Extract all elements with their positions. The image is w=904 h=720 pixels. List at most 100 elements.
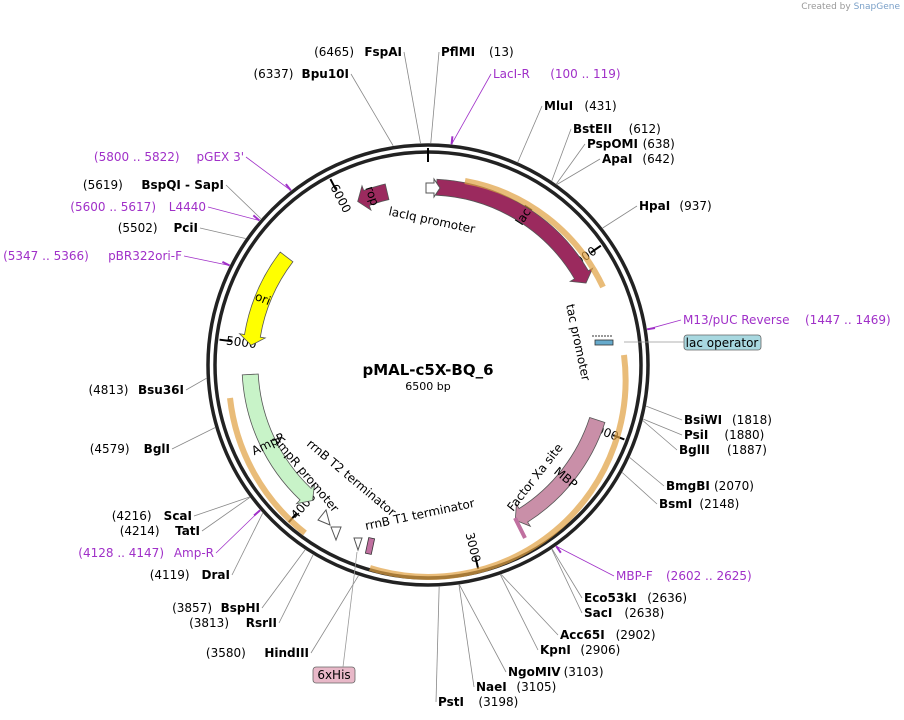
lac-operator-box: lac operator [683,334,762,351]
site-pos-bsphi: (3857) [172,601,212,615]
leader-bsteii [551,128,572,181]
primer-laci-r: LacI-R [493,67,530,81]
primer-range-pgex-3-: (5800 .. 5822) [94,150,180,164]
site-fspai: FspAI [364,45,402,59]
site-drai: DraI [202,568,230,582]
site-pos-bsmi: (2148) [699,497,739,511]
site-pos-ngomiv: (3103) [564,665,604,679]
leader-psti [435,586,440,703]
site-pos-psii: (1880) [724,428,764,442]
orange-arc-mbp [369,354,629,580]
backbone-outer [206,143,650,587]
primer-leader-laci-r [451,73,492,145]
tick-3000 [474,557,480,570]
rrnB-T1-glyph [364,537,376,555]
feature-label-rop: rop [362,184,381,207]
tick-1000 [590,244,602,254]
site-pos-eco53ki: (2636) [647,591,687,605]
site-rsrii: RsrII [246,616,277,630]
site-eco53ki: Eco53kI [584,591,637,605]
leader-saci [551,549,583,614]
primer-range-amp-r: (4128 .. 4147) [78,546,164,560]
leader-drai [231,512,264,576]
primer-leader-l4440 [207,206,260,221]
site-bmgbi: BmgBI [666,479,710,493]
primer-l4440: L4440 [169,200,206,214]
primer-pbr322ori-f: pBR322ori-F [108,249,182,263]
leader-kpni [500,574,539,651]
tick-label-6000: 6000 [327,182,354,216]
site-pos-tati: (4214) [120,524,160,538]
site-pos-bsu36i: (4813) [88,383,128,397]
tick-6000 [329,178,337,191]
leader-fspai [403,51,421,144]
primer-mark-m13-puc-reverse [646,327,656,331]
leader-psii [643,418,683,436]
primer-mark-l4440 [252,214,261,222]
site-psti: PstI [438,695,464,709]
primer-range-mbp-f: (2602 .. 2625) [666,569,752,583]
leader-lines [171,51,683,703]
site-pos-scai: (4216) [112,509,152,523]
site-pos-psti: (3198) [478,695,518,709]
leader-bpu10i [350,73,394,146]
orange-arc-ampr [227,397,307,536]
site-pos-naei: (3105) [516,680,556,694]
site-pos-apai: (642) [642,152,674,166]
primer-range-pbr322ori-f: (5347 .. 5366) [3,249,89,263]
site-pos-saci: (2638) [624,606,664,620]
leader-pspomi [556,143,586,185]
snapgene-credit: Created by SnapGene [801,2,900,12]
site-bsmi: BsmI [659,497,692,511]
leader-rsrii [278,554,314,624]
primer-mark-mbp-f [555,545,562,554]
site-pos-bsteii: (612) [629,122,661,136]
site-pflmi: PflMI [441,45,475,59]
site-mlui: MluI [544,99,573,113]
leader-bspqi---sapi [225,184,262,220]
tick-label-3000: 3000 [463,531,484,564]
primer-mark-laci-r [450,136,454,145]
leader-hpai [602,205,638,229]
site-pcii: PciI [174,221,199,235]
leader-scai [193,496,250,517]
plasmid-name: pMAL-c5X-BQ_6 [362,361,493,379]
his-label: 6xHis [317,668,350,682]
ampr-promoter-glyph [317,508,331,526]
site-pos-bsiwi: (1818) [732,413,772,427]
site-bpu10i: Bpu10I [302,67,349,81]
label-tac-promoter: tac promoter [563,303,593,382]
primer-leader-pbr322ori-f [183,255,230,266]
primer-leader-amp-r [215,509,261,554]
leader-bgli [171,427,216,450]
site-bsteii: BstEII [573,122,612,136]
primer-leader-mbp-f [556,545,615,577]
site-pos-kpni: (2906) [580,643,620,657]
site-pos-hpai: (937) [679,199,711,213]
site-pos-fspai: (6465) [314,45,354,59]
feature-label-ori: ori [253,289,273,308]
feature-rop [357,183,390,212]
leader-bglii [642,420,678,451]
site-pos-mlui: (431) [584,99,616,113]
primer-range-m13-puc-reverse: (1447 .. 1469) [805,313,891,327]
site-pos-acc65i: (2902) [616,628,656,642]
site-scai: ScaI [164,509,192,523]
site-pos-pcii: (5502) [118,221,158,235]
leader-bsiwi [646,405,683,421]
leader-pcii [199,227,246,239]
site-apai: ApaI [602,152,632,166]
site-pos-bglii: (1887) [727,443,767,457]
site-tati: TatI [175,524,200,538]
site-bspqi---sapi: BspQI - SapI [141,178,224,192]
site-pos-bmgbi: (2070) [714,479,754,493]
leader-acc65i [500,574,559,636]
site-ngomiv: NgoMIV [508,665,561,679]
orange-arc-group [227,178,629,580]
site-pos-hindiii: (3580) [206,646,246,660]
plasmid-size: 6500 bp [405,380,450,393]
leader-naei [458,584,475,688]
leader-bsu36i [185,377,207,391]
site-labels: PflMI(13)MluI(431)BstEII(612)PspOMI(638)… [3,45,891,709]
